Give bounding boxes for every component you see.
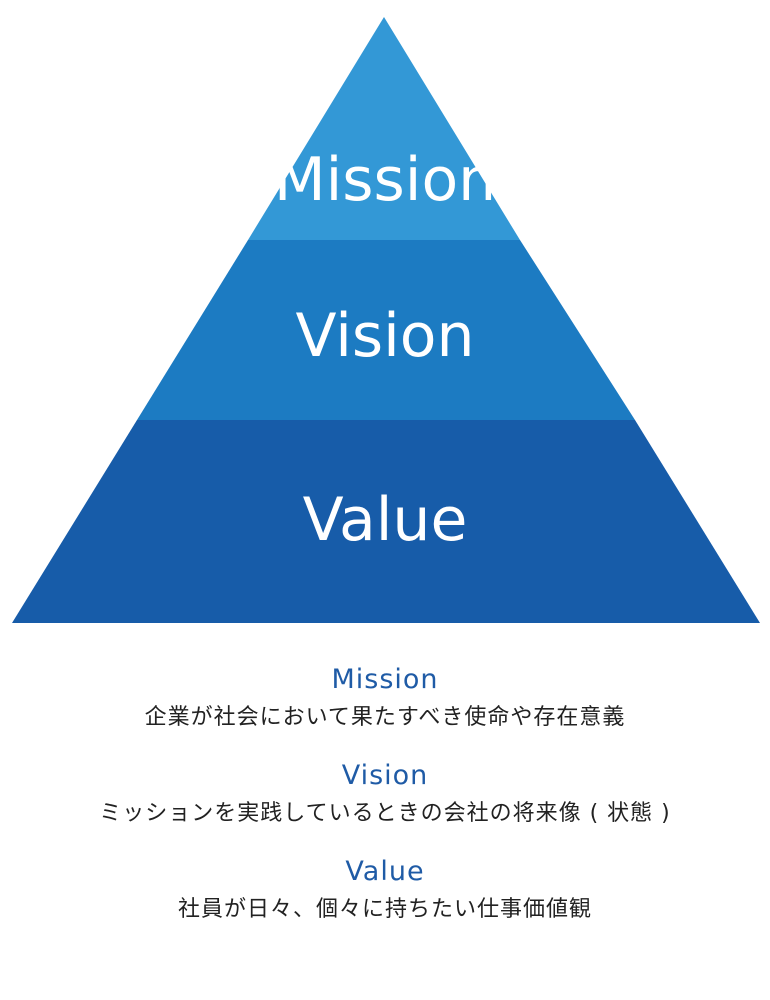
definition-title: Mission: [331, 664, 439, 695]
definition-description: 社員が日々、個々に持ちたい仕事価値観: [177, 897, 592, 922]
definition-vision: Vision ミッションを実践しているときの会社の将来像 ( 状態 ): [0, 756, 770, 832]
definition-value: Value 社員が日々、個々に持ちたい仕事価値観: [0, 852, 770, 928]
pyramid-tier-vision: [137, 240, 635, 420]
pyramid-label-mission: Mission: [274, 145, 496, 215]
pyramid-label-value: Value: [303, 485, 468, 555]
definition-description: ミッションを実践しているときの会社の将来像 ( 状態 ): [99, 801, 671, 826]
pyramid-label-vision: Vision: [295, 301, 474, 371]
definition-title: Vision: [341, 760, 429, 791]
definition-description: 企業が社会において果たすべき使命や存在意義: [144, 705, 626, 730]
definitions-list: Mission 企業が社会において果たすべき使命や存在意義 Vision ミッシ…: [0, 660, 770, 948]
pyramid-tier-value: [12, 420, 760, 623]
definition-mission: Mission 企業が社会において果たすべき使命や存在意義: [0, 660, 770, 736]
pyramid-diagram: Mission Vision Value: [12, 17, 760, 623]
definition-title: Value: [345, 856, 425, 887]
pyramid-tier-mission: [248, 17, 520, 240]
